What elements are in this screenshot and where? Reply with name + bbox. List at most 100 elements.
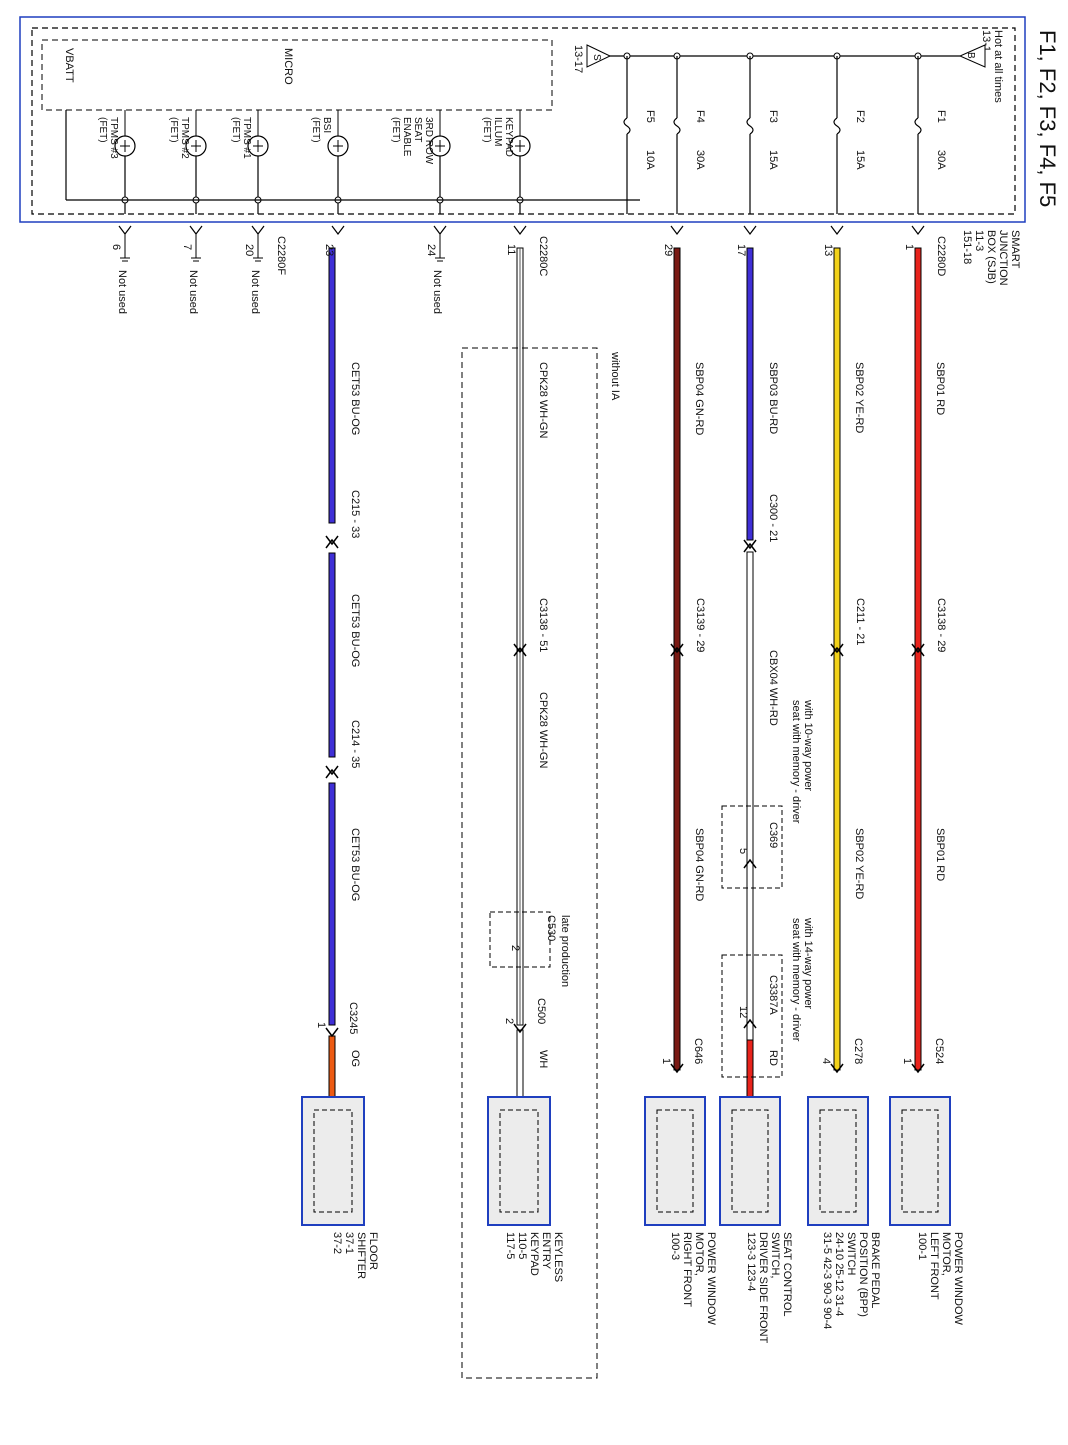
c3387a-symbol — [743, 1018, 757, 1029]
micro-label: MICRO — [282, 48, 294, 85]
vbatt-label: VBATT — [63, 48, 75, 83]
fuse-name: F3 — [767, 110, 779, 123]
fet-label-2: (FET) — [97, 117, 108, 143]
component-label-2: POSITION (BPP) — [857, 1232, 869, 1317]
c3387a-pin: 12 — [737, 1006, 749, 1018]
pin-number: 1 — [903, 244, 915, 250]
c646-pin: 1 — [660, 1058, 672, 1064]
wire-sbp03 — [746, 247, 754, 541]
pin-number: 20 — [243, 244, 255, 256]
sjb-name-4: 11-3 — [973, 230, 985, 251]
wire-label-cet53: CET53 BU-OG — [349, 594, 361, 667]
c278-symbol — [830, 1063, 844, 1074]
component-label-3: KEYPAD — [528, 1232, 540, 1276]
fuse-name: F2 — [854, 110, 866, 123]
c3139-29-symbol — [670, 643, 684, 654]
c3387a-label: C3387A — [767, 975, 779, 1015]
component-inner — [819, 1109, 857, 1213]
component-label-2: SWITCH, — [769, 1232, 781, 1278]
component-label-3: DRIVER SIDE FRONT — [757, 1232, 769, 1344]
component-inner — [731, 1109, 769, 1213]
c500-label: C500 — [535, 998, 547, 1024]
fuse-icon — [914, 117, 922, 135]
sjb-inner-dash — [31, 27, 1016, 215]
pin-chevron — [251, 225, 265, 235]
component-label-2: ENTRY — [540, 1232, 552, 1270]
wire-sbp04 — [673, 247, 681, 1071]
without-ia-box — [461, 347, 598, 1379]
wire-rd — [746, 1039, 754, 1099]
c300-21-symbol — [743, 542, 757, 553]
component-inner — [656, 1109, 694, 1213]
component-box — [487, 1096, 551, 1226]
wire-cbx04 — [746, 551, 754, 1041]
late-production-note: late production — [559, 915, 571, 987]
fuse-icon — [746, 117, 754, 135]
c211-21-symbol — [830, 646, 844, 657]
fuse-rating: 30A — [935, 150, 947, 170]
c3138-29-symbol — [911, 646, 925, 657]
fet-label-2: (FET) — [168, 117, 179, 143]
c3138-51-symbol — [513, 643, 527, 654]
seat14-note-2: seat with memory - driver — [790, 918, 802, 1042]
wire-label-sbp03: SBP03 BU-RD — [767, 362, 779, 434]
component-label-1: FLOOR — [367, 1232, 379, 1270]
c3138-51-symbol — [513, 646, 527, 657]
c214-35-symbol — [325, 768, 339, 779]
component-label-3: SWITCH — [845, 1232, 857, 1275]
c646-label: C646 — [692, 1038, 704, 1064]
c3139-29-label: C3139 - 29 — [694, 598, 706, 652]
c530-label: C530 — [545, 915, 557, 941]
component-label-2: MOTOR, — [693, 1232, 705, 1276]
s-ref: 13-17 — [572, 45, 584, 73]
sjb-name-1: SMART — [1009, 230, 1021, 269]
c3245-label: C3245 — [347, 1002, 359, 1034]
pin-number: 17 — [735, 244, 747, 256]
pin-number: 24 — [425, 244, 437, 256]
pin-number: 29 — [662, 244, 674, 256]
wire-label-sbp01: SBP01 RD — [934, 828, 946, 881]
fet-label-1: KEYPAD — [503, 117, 514, 157]
wire-label-sbp02: SBP02 YE-RD — [853, 362, 865, 433]
fuse-icon — [623, 117, 631, 135]
c500-symbol — [513, 1023, 527, 1034]
without-ia-note: without IA — [609, 351, 621, 401]
fet-label-3: ENABLE — [401, 117, 412, 157]
pin-number: 13 — [822, 244, 834, 256]
c300-21-label: C300 - 21 — [767, 494, 779, 542]
c214-35-symbol — [325, 765, 339, 776]
pin-chevron — [189, 225, 203, 235]
wire-label-sbp04: SBP04 GN-RD — [693, 362, 705, 435]
fuse-rating: 15A — [767, 150, 779, 170]
pin-chevron — [743, 225, 757, 235]
component-label-1: SEAT CONTROL — [781, 1232, 793, 1317]
c500-pin: 2 — [503, 1018, 515, 1024]
c211-21-symbol — [830, 643, 844, 654]
c524-symbol — [911, 1063, 925, 1074]
component-label-1: POWER WINDOW — [952, 1232, 964, 1325]
c3138-29-label: C3138 - 29 — [935, 598, 947, 652]
connector-label: C2280D — [935, 236, 947, 276]
component-label-1: BRAKE PEDAL — [869, 1232, 881, 1308]
stub-end — [435, 257, 445, 262]
fuse-name: F4 — [694, 110, 706, 123]
fet-label-2: (FET) — [230, 117, 241, 143]
stub-end — [191, 257, 201, 262]
c3387a-box — [721, 954, 783, 1078]
c3138-51-label: C3138 - 51 — [537, 598, 549, 652]
component-label-4: 100-1 — [916, 1232, 928, 1260]
fuse-rating: 15A — [854, 150, 866, 170]
seat10-note-1: with 10-way power — [802, 699, 814, 791]
pin-number: 11 — [505, 244, 517, 255]
svg-text:S: S — [591, 54, 602, 61]
seat14-note-1: with 14-way power — [802, 917, 814, 1009]
fuse-rating: 30A — [694, 150, 706, 170]
c211-21-label: C211 - 21 — [854, 598, 866, 646]
wire-label-cet53: CET53 BU-OG — [349, 362, 361, 435]
fuse-name: F1 — [935, 110, 947, 123]
c530-pin: 2 — [509, 945, 521, 951]
c369-label: C369 — [767, 822, 779, 848]
wire-cet53-2 — [328, 552, 336, 758]
fet-label-1: TPMS #2 — [179, 117, 190, 159]
